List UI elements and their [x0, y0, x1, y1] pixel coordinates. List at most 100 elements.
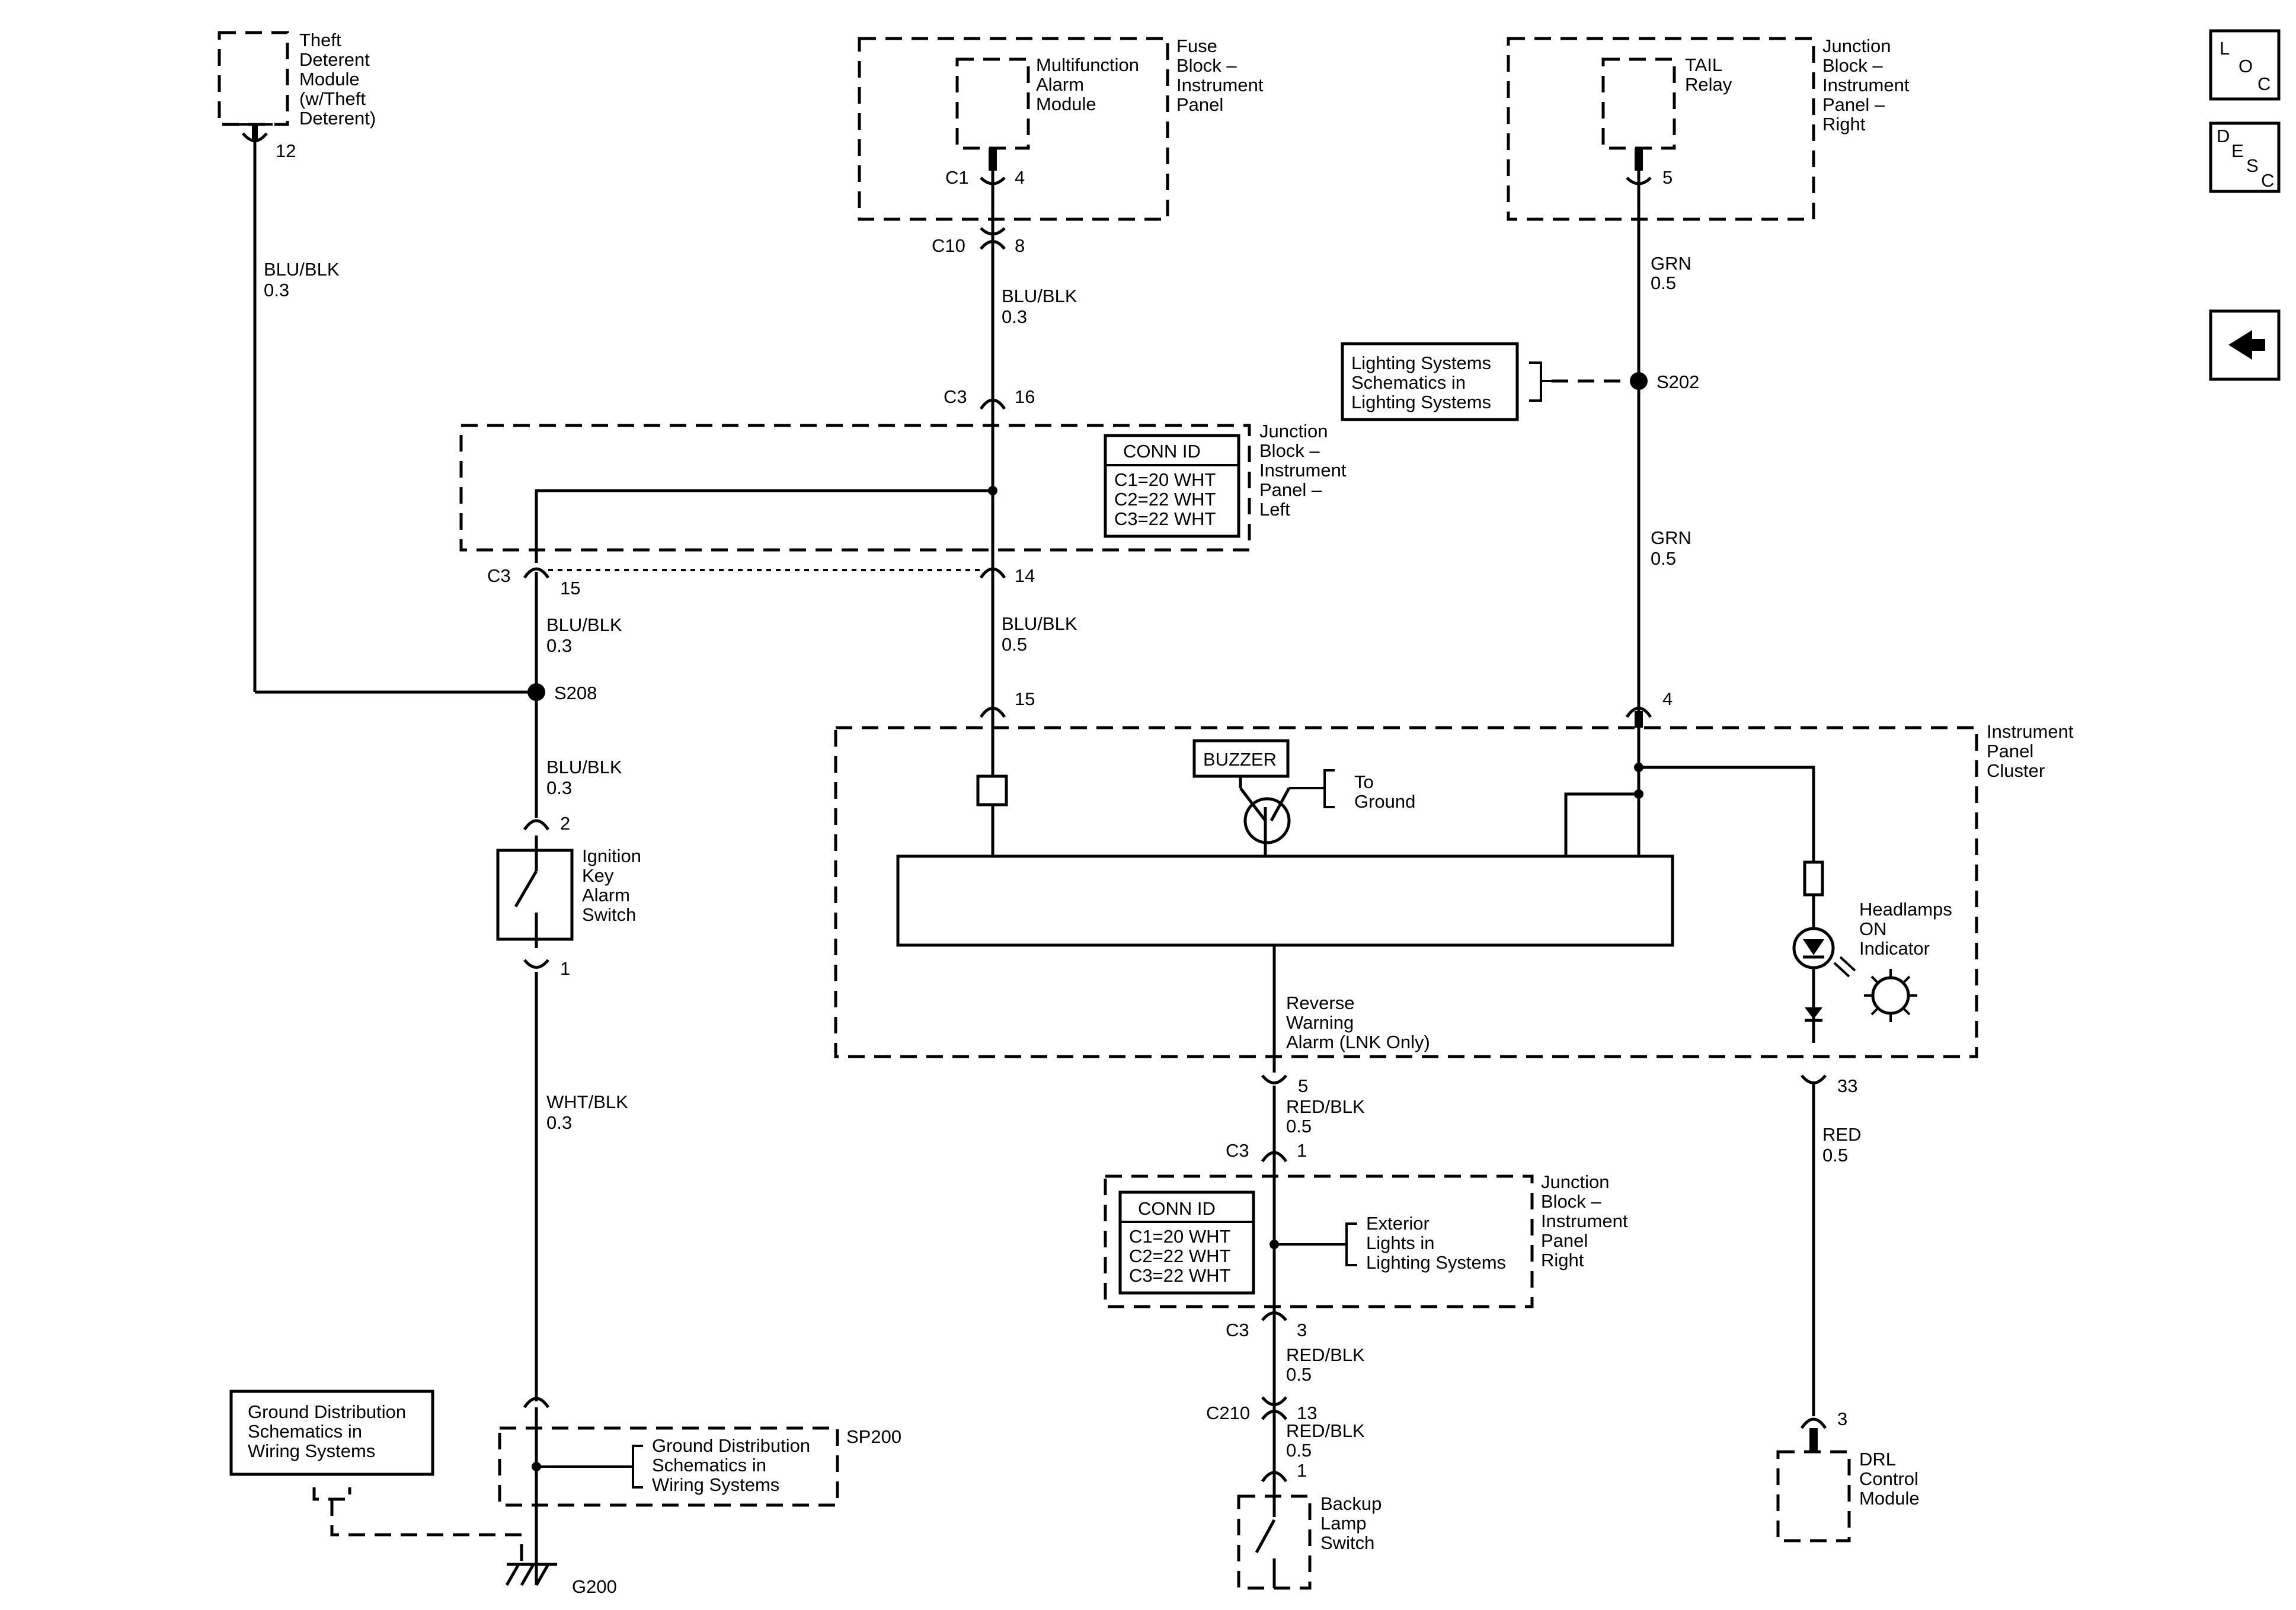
connector-5: 5	[1261, 1074, 1308, 1096]
label: Lighting Systems	[1366, 1252, 1506, 1273]
desc-button[interactable]: D E S C	[2209, 121, 2281, 193]
theft-deterent-module: Theft Deterent Module (w/Theft Deterent)	[218, 30, 376, 129]
label: 15	[560, 578, 580, 598]
label: C3	[487, 565, 511, 586]
label: 33	[1837, 1076, 1857, 1096]
label: 13	[1297, 1403, 1317, 1423]
conn-id-table-left: CONN ID C1=20 WHT C2=22 WHT C3=22 WHT	[1104, 434, 1240, 538]
label: 0.5	[1286, 1440, 1312, 1461]
label: Fuse	[1176, 36, 1217, 56]
label: Block –	[1176, 55, 1237, 76]
label: Right	[1541, 1250, 1584, 1270]
label: 3	[1837, 1409, 1847, 1429]
label: S	[2246, 155, 2259, 176]
label: Ground Distribution	[652, 1435, 810, 1456]
label: 16	[1015, 386, 1035, 407]
loc-button[interactable]: L O C	[2209, 29, 2281, 101]
label: Module	[299, 69, 360, 89]
label: RED/BLK	[1286, 1420, 1365, 1441]
label: Instrument	[1822, 75, 1910, 95]
label: Exterior	[1366, 1213, 1430, 1234]
label: BLU/BLK	[1002, 286, 1077, 306]
label: 4	[1015, 167, 1025, 188]
connector-c10-8: C10 8	[932, 227, 1025, 256]
connector-1b: 1	[1261, 1460, 1307, 1483]
label: DRL	[1859, 1449, 1896, 1470]
label: Alarm (LNK Only)	[1286, 1032, 1430, 1052]
connector-2: 2	[523, 813, 570, 834]
label: 0.5	[1002, 634, 1027, 655]
connector-c3-3: C3 3	[1226, 1311, 1307, 1340]
label: BLU/BLK	[546, 614, 622, 635]
junction-block-left: Junction Block – Instrument Panel – Left	[459, 421, 1347, 552]
label: S208	[554, 683, 597, 703]
label: 4	[1662, 689, 1673, 709]
label: Control	[1859, 1468, 1918, 1489]
label: Instrument	[1259, 460, 1347, 481]
label: Schematics in	[248, 1421, 362, 1442]
ground-distribution-reference[interactable]: Ground Distribution Schematics in Wiring…	[229, 1390, 434, 1476]
label: Instrument	[1987, 721, 2074, 742]
label: SP200	[846, 1426, 901, 1447]
lighting-systems-reference[interactable]: Lighting Systems Schematics in Lighting …	[1341, 342, 1552, 421]
instrument-panel-cluster: Instrument Panel Cluster	[834, 721, 2074, 1058]
label: TAIL	[1685, 55, 1722, 75]
label: C2=22 WHT	[1129, 1246, 1230, 1266]
connector-c1-4: C1 4	[945, 148, 1025, 188]
label: Lights in	[1366, 1233, 1434, 1253]
buzzer: BUZZER To Ground	[1192, 739, 1415, 856]
label: G200	[572, 1576, 617, 1597]
label: BUZZER	[1203, 749, 1277, 770]
label: Ground	[1354, 791, 1415, 812]
label: Panel –	[1822, 94, 1885, 115]
label: Lamp	[1320, 1513, 1367, 1534]
label: L	[2220, 38, 2230, 59]
label: 0.3	[546, 1112, 572, 1133]
label: GRN	[1651, 253, 1691, 274]
conn-id-table-right: CONN ID C1=20 WHT C2=22 WHT C3=22 WHT	[1118, 1190, 1255, 1295]
fuse-block-instrument-panel: Multifunction Alarm Module Fuse Block – …	[858, 36, 1264, 221]
label: GRN	[1651, 527, 1691, 548]
label: Panel	[1176, 94, 1223, 115]
label: Switch	[1320, 1532, 1374, 1553]
label: Panel	[1541, 1230, 1588, 1251]
label: Panel	[1987, 741, 2033, 761]
label: Wiring Systems	[248, 1441, 375, 1461]
label: Backup	[1320, 1493, 1382, 1514]
label: 3	[1297, 1320, 1307, 1340]
label: Block –	[1259, 440, 1320, 461]
back-button[interactable]	[2209, 309, 2281, 381]
label: Switch	[582, 904, 636, 925]
label: C2=22 WHT	[1114, 489, 1216, 510]
label: Junction	[1541, 1172, 1609, 1192]
exterior-lights-reference[interactable]: Exterior Lights in Lighting Systems	[1336, 1213, 1506, 1273]
label: C	[2257, 73, 2271, 94]
label: 1	[560, 958, 570, 979]
label: Schematics in	[1351, 372, 1466, 393]
label: Junction	[1259, 421, 1328, 441]
connector-12: 12	[237, 123, 296, 161]
label: Warning	[1286, 1012, 1354, 1033]
label: 1	[1297, 1460, 1307, 1481]
label: Alarm	[1036, 74, 1084, 95]
label: Module	[1859, 1488, 1920, 1509]
connector-c210-13: C210 13	[1206, 1396, 1317, 1423]
label: C3	[944, 386, 967, 407]
headlamps-on-indicator: Headlamps ON Indicator	[1792, 860, 1952, 1043]
label: Junction	[1822, 36, 1891, 56]
label: To	[1354, 772, 1374, 792]
label: C3	[1226, 1320, 1249, 1340]
label: BLU/BLK	[546, 757, 622, 777]
label: 12	[276, 140, 296, 161]
label: ON	[1859, 918, 1887, 939]
label: C1	[945, 167, 969, 188]
label: Reverse	[1286, 993, 1354, 1013]
label: Lighting Systems	[1351, 353, 1491, 373]
backup-lamp-switch: Backup Lamp Switch	[1237, 1493, 1382, 1590]
label: 0.3	[1002, 306, 1027, 327]
label: C	[2261, 170, 2274, 191]
label: RED/BLK	[1286, 1096, 1365, 1117]
label: Wiring Systems	[652, 1474, 779, 1495]
label: Instrument	[1176, 75, 1264, 95]
